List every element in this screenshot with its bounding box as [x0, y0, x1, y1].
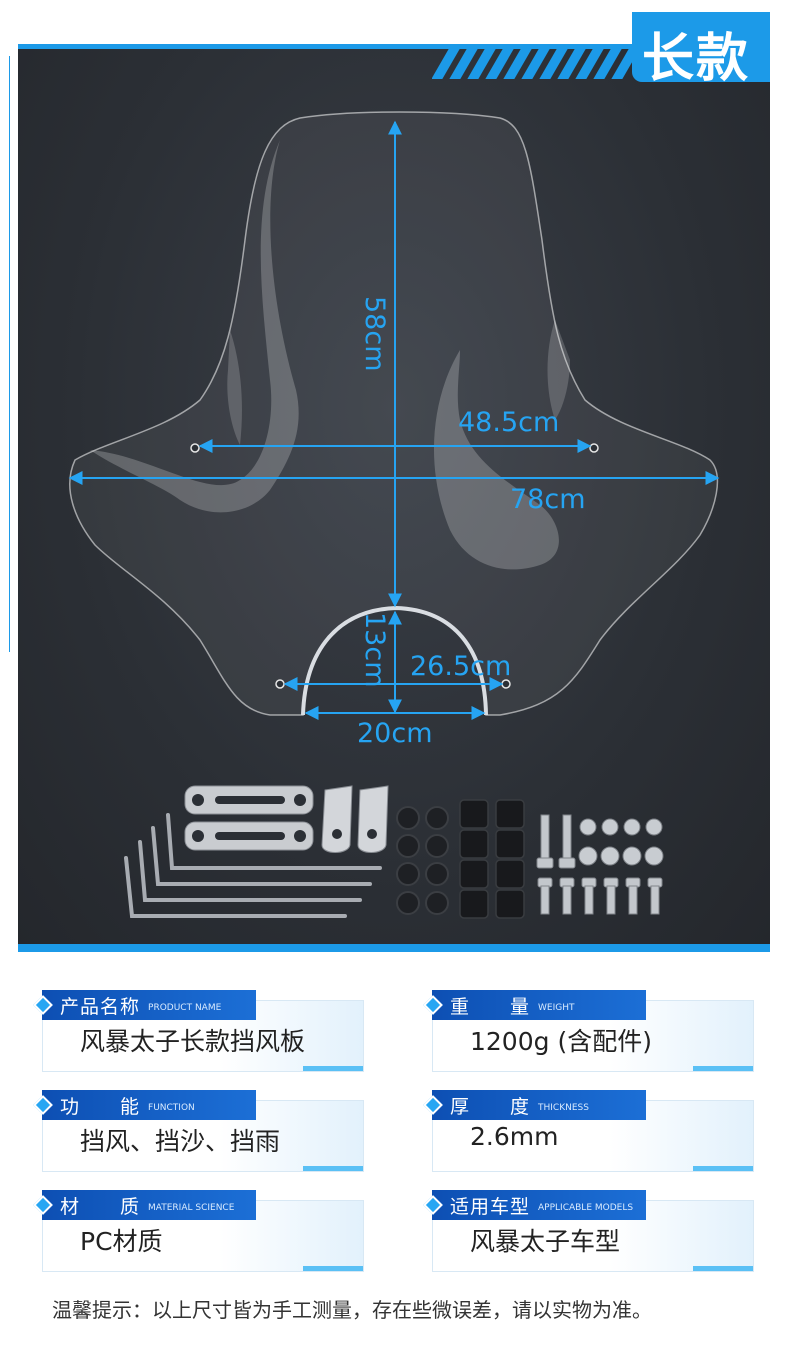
accent-line-left — [9, 56, 10, 652]
angle-bracket-set — [321, 785, 389, 853]
diamond-icon — [423, 995, 443, 1015]
spec-value: 风暴太子长款挡风板 — [80, 1027, 306, 1056]
spec-label: 产品名称 — [60, 995, 141, 1018]
spec-label: 功 能 — [60, 1095, 141, 1118]
spec-card-weight: 重 量 WEIGHT 1200g (含配件) — [423, 990, 754, 1072]
spec-value: 挡风、挡沙、挡雨 — [80, 1127, 281, 1156]
allen-key-set — [124, 813, 382, 918]
nut-set — [578, 818, 664, 866]
spec-label-en: APPLICABLE MODELS — [538, 1203, 634, 1213]
diamond-icon — [423, 1195, 443, 1215]
mount-hole — [190, 443, 200, 453]
mount-hole — [275, 679, 285, 689]
spec-card-header: 适用车型 APPLICABLE MODELS — [423, 1190, 646, 1220]
spec-card-header: 材 质 MATERIAL SCIENCE — [33, 1190, 256, 1220]
spec-card-thickness: 厚 度 THICKNESS 2.6mm — [423, 1090, 754, 1172]
rubber-grommet-set — [459, 799, 525, 919]
spec-value: PC材质 — [80, 1227, 163, 1256]
reflection-right — [433, 350, 559, 570]
spec-card-header: 重 量 WEIGHT — [423, 990, 646, 1020]
spec-label: 重 量 — [450, 995, 531, 1018]
diamond-icon — [423, 1095, 443, 1115]
variant-badge: 长款 — [632, 12, 770, 89]
bolt-set — [536, 814, 663, 915]
dim-label-notch-width: 20cm — [357, 718, 433, 749]
spec-card-function: 功 能 FUNCTION 挡风、挡沙、挡雨 — [33, 1090, 364, 1172]
spec-label-en: THICKNESS — [538, 1103, 589, 1113]
rubber-washer-set — [396, 806, 449, 915]
footnote: 温馨提示：以上尺寸皆为手工测量，存在些微误差，请以实物为准。 — [52, 1298, 652, 1322]
diamond-icon — [33, 1095, 53, 1115]
dim-label-width: 78cm — [510, 484, 586, 515]
diamond-icon — [33, 995, 53, 1015]
dim-label-notch-height: 13cm — [359, 612, 390, 688]
spec-card-header: 厚 度 THICKNESS — [423, 1090, 646, 1120]
diamond-icon — [33, 1195, 53, 1215]
spec-card-material: 材 质 MATERIAL SCIENCE PC材质 — [33, 1190, 364, 1272]
dim-label-lower-hole-span: 26.5cm — [410, 651, 512, 682]
reflection-left-small — [227, 330, 242, 445]
dim-label-hole-span: 48.5cm — [458, 407, 560, 438]
spec-value: 2.6mm — [470, 1122, 559, 1151]
spec-card-applicable-models: 适用车型 APPLICABLE MODELS 风暴太子车型 — [423, 1190, 754, 1272]
spec-label-en: FUNCTION — [148, 1103, 195, 1113]
mount-hole — [589, 443, 599, 453]
spec-label: 适用车型 — [450, 1195, 531, 1218]
flat-bracket-set — [184, 785, 314, 851]
spec-card-header: 产品名称 PRODUCT NAME — [33, 990, 256, 1020]
spec-label-en: WEIGHT — [538, 1003, 575, 1013]
notch-rim — [301, 605, 488, 716]
spec-label: 厚 度 — [450, 1095, 531, 1118]
spec-label-en: PRODUCT NAME — [148, 1003, 222, 1013]
accent-line-bottom — [18, 944, 770, 952]
spec-label-en: MATERIAL SCIENCE — [148, 1203, 235, 1213]
variant-badge-text: 长款 — [642, 29, 751, 89]
accent-line-top — [18, 44, 770, 49]
spec-card-product-name: 产品名称 PRODUCT NAME 风暴太子长款挡风板 — [33, 990, 364, 1072]
dim-label-height: 58cm — [359, 296, 390, 372]
spec-label: 材 质 — [60, 1195, 141, 1218]
spec-value: 1200g (含配件) — [470, 1027, 652, 1056]
windshield-drawing — [68, 111, 720, 919]
windshield-outline — [69, 111, 719, 716]
spec-card-header: 功 能 FUNCTION — [33, 1090, 256, 1120]
spec-value: 风暴太子车型 — [470, 1227, 621, 1256]
reflection-right-small — [547, 320, 570, 420]
